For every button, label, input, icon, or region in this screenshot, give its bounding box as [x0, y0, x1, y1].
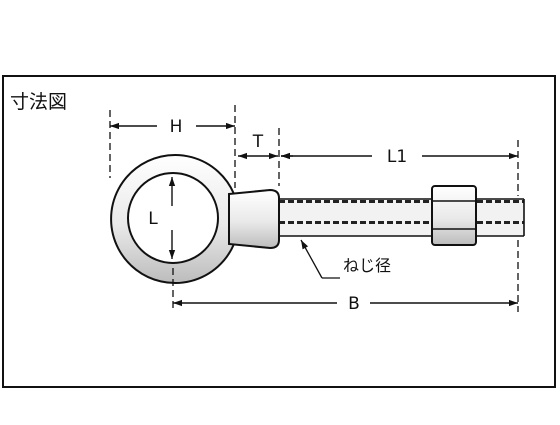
dimension-label-L: L	[148, 209, 158, 229]
dimension-L1	[281, 140, 519, 196]
dimension-label-B: B	[348, 294, 360, 314]
dimension-H	[109, 105, 236, 188]
collar	[228, 188, 280, 250]
hex-nut	[431, 185, 477, 246]
thread-diameter-leader	[300, 239, 340, 279]
threaded-shank	[280, 198, 525, 237]
dimension-T	[238, 128, 293, 186]
drawing-title: 寸法図	[10, 91, 67, 113]
eye-ring	[110, 154, 235, 284]
dimension-label-H: H	[170, 117, 183, 137]
dimension-B	[172, 240, 519, 312]
thread-diameter-label: ねじ径	[343, 256, 391, 275]
dimension-label-T: T	[252, 132, 264, 152]
dimension-label-L1: L1	[387, 147, 407, 167]
drawing-frame	[2, 75, 556, 388]
